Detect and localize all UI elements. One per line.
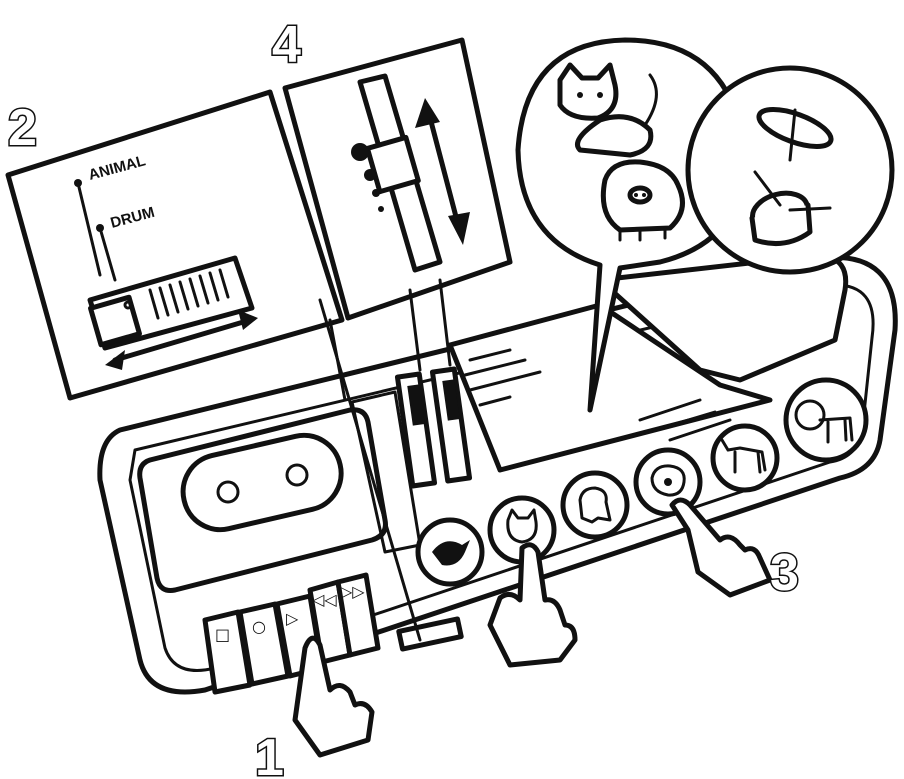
drum-sound-bubble [685, 65, 895, 275]
svg-text:○: ○ [252, 617, 266, 636]
goat-icon [720, 438, 767, 474]
bird-button[interactable] [415, 517, 485, 587]
svg-text:▷: ▷ [286, 609, 299, 628]
dog-button[interactable] [560, 470, 630, 540]
lion-icon [794, 399, 826, 431]
volume-slider[interactable] [357, 73, 443, 273]
device-sliders [394, 366, 473, 489]
volume-dot-large [351, 143, 369, 161]
step-number-4: 4 [272, 16, 301, 74]
lion-button[interactable] [783, 377, 869, 463]
cat-icon [557, 62, 658, 158]
dog-icon [578, 486, 612, 524]
animal-button-row [415, 377, 869, 587]
pig-icon [650, 464, 686, 497]
pointing-hand-cat [487, 542, 578, 668]
slide-arrow [112, 317, 253, 363]
volume-dot-tiny [378, 206, 384, 212]
cymbal-icon [756, 107, 834, 162]
volume-panel [282, 37, 513, 321]
pointing-hand-play [292, 635, 375, 758]
volume-dot-medium [364, 169, 376, 181]
device-body [97, 252, 898, 695]
up-down-arrow [425, 107, 463, 235]
drum-icon [749, 170, 832, 247]
pig-button[interactable] [633, 447, 703, 517]
step-number-3: 3 [770, 544, 799, 602]
goat-button[interactable] [710, 423, 780, 493]
pointing-hand-pig [669, 497, 773, 598]
bird-icon [432, 540, 470, 566]
switch-panel: ANIMAL DRUM [5, 89, 345, 401]
jack-slot [396, 616, 464, 652]
volume-dot-small [372, 189, 380, 197]
fast-forward-button[interactable]: ▷▷ [335, 572, 381, 658]
cassette-window [137, 407, 388, 593]
pig-icon [600, 159, 699, 242]
step-number-1: 1 [255, 729, 284, 779]
svg-text:□: □ [215, 625, 230, 644]
step-number-2: 2 [8, 99, 37, 157]
svg-text:◁◁: ◁◁ [311, 590, 337, 609]
mode-switch[interactable] [87, 255, 255, 351]
cat-icon [506, 508, 538, 544]
svg-text:▷▷: ▷▷ [340, 582, 365, 601]
